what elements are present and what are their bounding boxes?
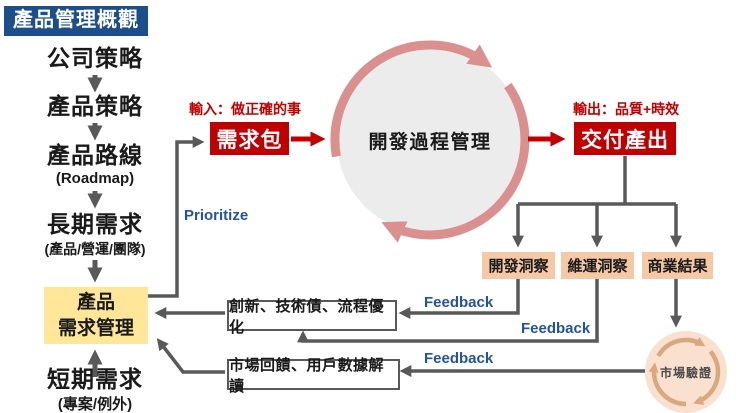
insight-box-ops: 維運洞察 [561, 252, 634, 279]
market-feedback-box: 市場回饋、用戶數據解讀 [227, 357, 400, 395]
market-validation-circle: 市場驗證 [645, 331, 727, 413]
prm-line2: 需求管理 [57, 317, 134, 339]
line-delivery-branch [518, 156, 676, 206]
dev-process-label: 開發過程管理 [368, 131, 492, 153]
flow-product-strategy: 產品策略 [47, 93, 143, 119]
requirements-package-box: 需求包 [210, 122, 289, 155]
feedback-label-ops: Feedback [521, 320, 591, 337]
insight-box-business: 商業結果 [642, 252, 713, 279]
output-label: 輸出：品質+時效 [573, 101, 680, 117]
flow-longterm-needs: 長期需求 [47, 211, 143, 237]
input-label: 輸入：做正確的事 [189, 101, 301, 117]
page-title: 產品管理概觀 [4, 6, 148, 36]
market-validation-label: 市場驗證 [659, 365, 712, 380]
insight-box-dev: 開發洞察 [482, 252, 555, 279]
delivery-output-box: 交付產出 [574, 122, 676, 155]
product-requirements-box: 產品 需求管理 [44, 287, 148, 344]
flow-product-roadmap: 產品路線 [47, 142, 143, 168]
prm-line1: 產品 [76, 291, 115, 313]
feedback-label-dev: Feedback [424, 294, 494, 311]
flow-company-strategy: 公司策略 [47, 45, 143, 71]
prioritize-label: Prioritize [184, 207, 249, 224]
short-term-sub: (專案/例外) [57, 396, 133, 413]
innovation-box: 創新、技術債、流程優化 [227, 298, 397, 336]
short-term-needs: 短期需求 [47, 366, 143, 392]
flow-roadmap-sub: (Roadmap) [55, 170, 135, 187]
flow-longterm-sub: (產品/營運/團隊) [44, 241, 146, 257]
feedback-label-market: Feedback [424, 350, 494, 367]
dev-process-cycle: 開發過程管理 [337, 47, 523, 233]
